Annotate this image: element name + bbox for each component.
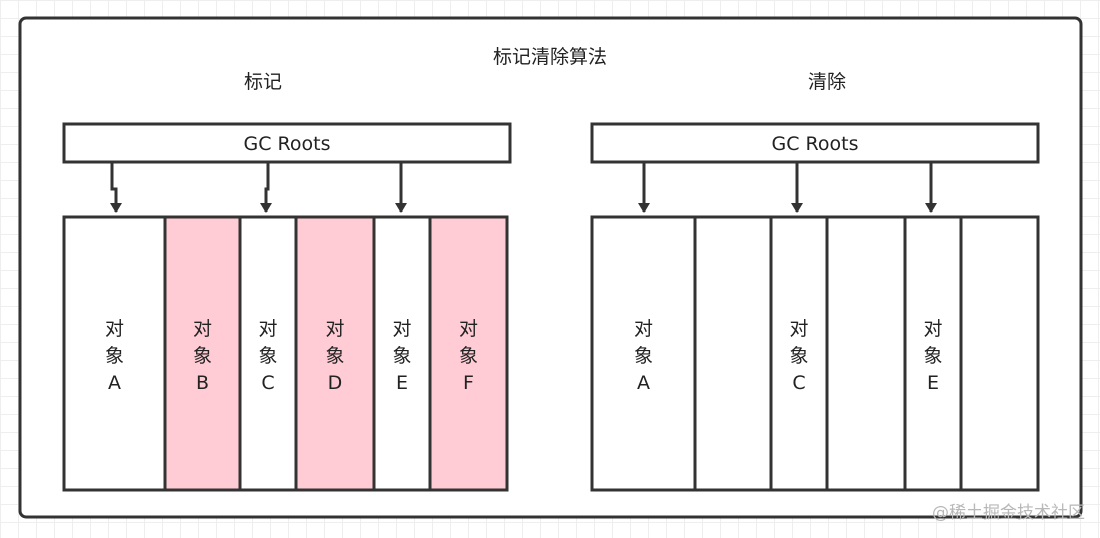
object-label-line: 象 <box>325 345 344 367</box>
sweep-cell-free-4 <box>825 215 907 492</box>
object-label-line: C <box>261 372 274 394</box>
object-label-line: 象 <box>923 345 942 367</box>
object-label-line: B <box>196 372 209 394</box>
object-label-line: 象 <box>193 345 212 367</box>
mark-panel-label: 标记 <box>244 71 282 93</box>
gc-roots-label-sweep: GC Roots <box>772 133 859 155</box>
object-label-line: 对 <box>459 318 478 340</box>
gc-roots-label-mark: GC Roots <box>244 133 331 155</box>
object-label-line: F <box>463 372 474 394</box>
object-label-line: 对 <box>392 318 411 340</box>
object-label-line: E <box>927 372 939 394</box>
object-label-line: 对 <box>105 318 124 340</box>
sweep-cell-a <box>590 215 697 492</box>
object-label-line: 象 <box>392 345 411 367</box>
object-label-line: C <box>792 372 805 394</box>
object-label-line: 象 <box>789 345 808 367</box>
mark-cell-e <box>372 215 432 492</box>
object-label-line: E <box>396 372 408 394</box>
mark-cell-f <box>428 215 509 492</box>
object-label-line: 对 <box>923 318 942 340</box>
object-label-line: 对 <box>634 318 653 340</box>
gc-roots-box-sweep <box>590 122 1040 164</box>
root-arrow-to-object-a <box>110 162 122 213</box>
object-label-line: A <box>108 372 121 394</box>
watermark: @稀土掘金技术社区 <box>932 503 1085 523</box>
sweep-panel-label: 清除 <box>808 71 846 93</box>
diagram-title: 标记清除算法 <box>493 46 607 68</box>
object-label-line: 对 <box>258 318 277 340</box>
sweep-cell-free-6 <box>959 215 1040 492</box>
object-label-line: 象 <box>105 345 124 367</box>
sweep-cell-c <box>769 215 829 492</box>
mark-cell-d <box>294 215 376 492</box>
object-label-line: A <box>637 372 650 394</box>
root-arrow-to-object-c <box>260 162 272 213</box>
object-label-line: 对 <box>325 318 344 340</box>
mark-cell-c <box>238 215 298 492</box>
object-label-line: 象 <box>459 345 478 367</box>
object-label-line: 象 <box>634 345 653 367</box>
object-label-line: D <box>328 372 343 394</box>
object-label-line: 对 <box>789 318 808 340</box>
object-label-line: 对 <box>193 318 212 340</box>
object-label-line: 象 <box>258 345 277 367</box>
gc-roots-box-mark <box>62 122 512 164</box>
sweep-cell-e <box>903 215 963 492</box>
sweep-cell-free-2 <box>693 215 773 492</box>
